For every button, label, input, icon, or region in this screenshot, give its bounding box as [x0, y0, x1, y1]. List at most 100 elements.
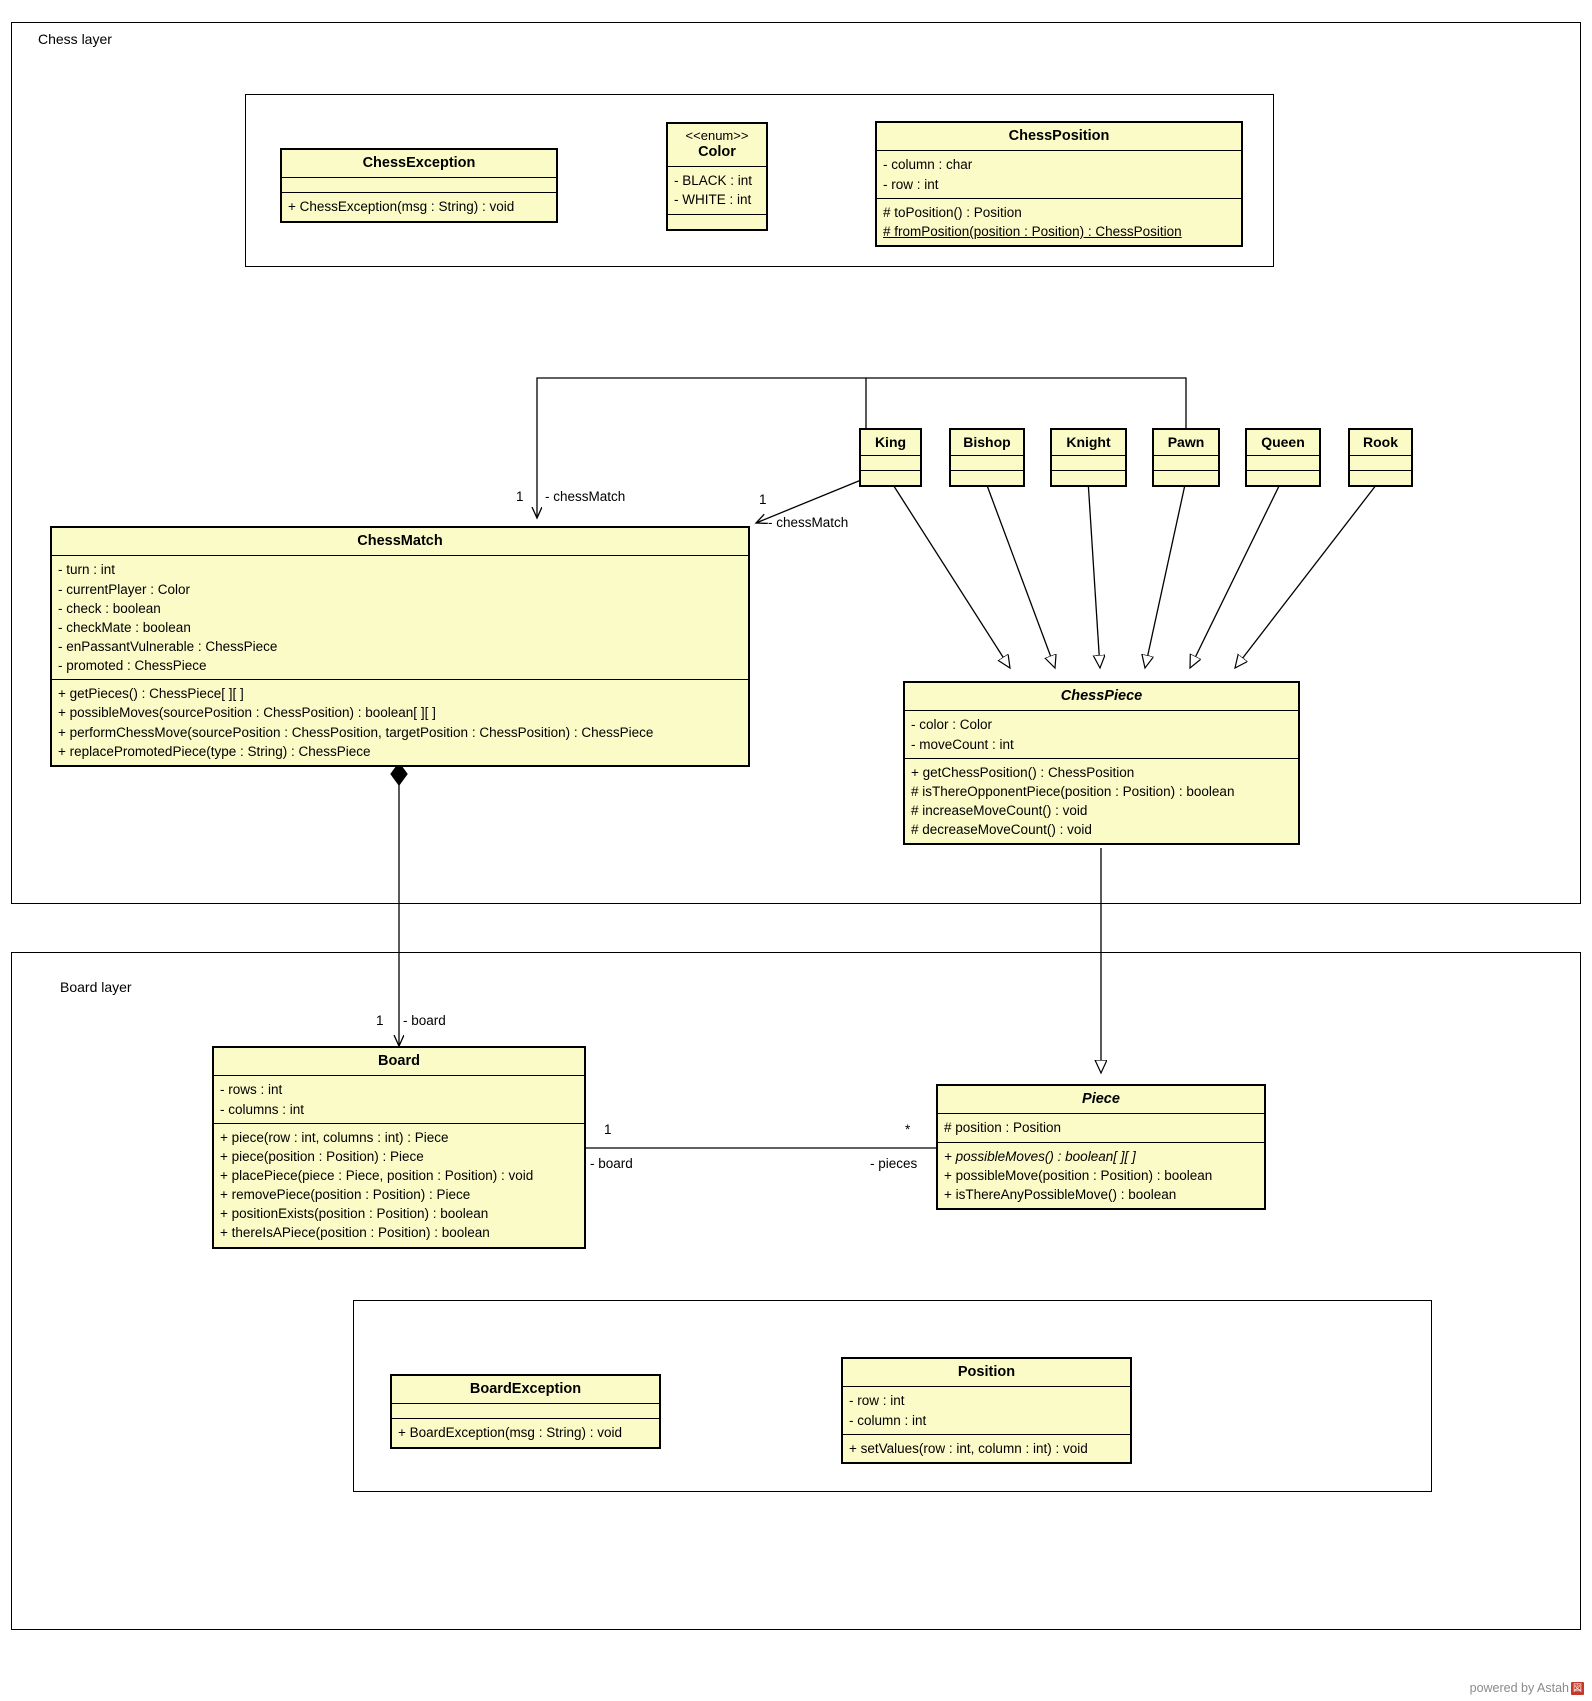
class-chess-exception-name: ChessException: [362, 155, 476, 171]
class-chess-position-operations: # toPosition() : Position # fromPosition…: [877, 197, 1241, 245]
package-chess-layer-label: Chess layer: [38, 31, 112, 47]
class-chess-piece-name: ChessPiece: [1060, 688, 1143, 704]
class-board-exception-attributes: [392, 1403, 659, 1418]
operation: + placePiece(piece : Piece, position : P…: [220, 1168, 534, 1184]
class-chess-match[interactable]: ChessMatch - turn : int - currentPlayer …: [50, 526, 750, 767]
edge-label-board-piece-mult-source: 1: [604, 1122, 612, 1137]
class-knight-operations: [1052, 469, 1125, 485]
edge-label-board-piece-role-source: - board: [590, 1156, 633, 1171]
attribute: # position : Position: [944, 1120, 1062, 1136]
class-king[interactable]: King: [859, 428, 922, 487]
class-rook-name: Rook: [1363, 434, 1398, 450]
class-board-name: Board: [378, 1053, 420, 1069]
class-chess-match-name: ChessMatch: [357, 533, 443, 549]
class-color-name-block: <<enum>> Color: [668, 124, 766, 166]
operation: + removePiece(position : Position) : Pie…: [220, 1187, 471, 1203]
class-chess-position[interactable]: ChessPosition - column : char - row : in…: [875, 121, 1243, 248]
class-queen-operations: [1247, 469, 1319, 485]
class-position[interactable]: Position - row : int - column : int + se…: [841, 1357, 1132, 1464]
class-knight-attributes: [1052, 454, 1125, 470]
operation: + getChessPosition() : ChessPosition: [911, 764, 1135, 780]
class-chess-position-attributes: - column : char - row : int: [877, 150, 1241, 197]
operation: + possibleMoves() : boolean[ ][ ]: [944, 1148, 1136, 1164]
class-position-name: Position: [957, 1364, 1016, 1380]
edge-label-chessmatch-role-right: - chessMatch: [768, 515, 849, 530]
operation: + replacePromotedPiece(type : String) : …: [58, 743, 371, 759]
class-rook-operations: [1350, 469, 1411, 485]
attribute: - row : int: [849, 1393, 905, 1409]
operation: + possibleMoves(sourcePosition : ChessPo…: [58, 705, 436, 721]
class-chess-match-operations: + getPieces() : ChessPiece[ ][ ] + possi…: [52, 679, 748, 765]
operation: # toPosition() : Position: [883, 204, 1022, 220]
operation: + BoardException(msg : String) : void: [398, 1425, 622, 1441]
operation: # increaseMoveCount() : void: [911, 803, 1088, 819]
edge-label-board-piece-mult-target: *: [905, 1122, 911, 1137]
class-pawn-name: Pawn: [1167, 434, 1205, 450]
class-pawn-operations: [1154, 469, 1218, 485]
class-board-operations: + piece(row : int, columns : int) : Piec…: [214, 1122, 584, 1247]
attribute: - currentPlayer : Color: [58, 581, 191, 597]
operation: + performChessMove(sourcePosition : Ches…: [58, 724, 654, 740]
class-color-enum[interactable]: <<enum>> Color - BLACK : int - WHITE : i…: [666, 122, 768, 231]
operation: + ChessException(msg : String) : void: [288, 199, 515, 215]
attribute: - BLACK : int: [674, 173, 753, 189]
attribute: - column : int: [849, 1412, 927, 1428]
class-chess-piece-attributes: - color : Color - moveCount : int: [905, 710, 1298, 757]
class-chess-exception[interactable]: ChessException + ChessException(msg : St…: [280, 148, 558, 223]
operation: + getPieces() : ChessPiece[ ][ ]: [58, 686, 244, 702]
class-piece-operations: + possibleMoves() : boolean[ ][ ] + poss…: [938, 1141, 1264, 1208]
class-king-attributes: [861, 454, 920, 470]
class-board[interactable]: Board - rows : int - columns : int + pie…: [212, 1046, 586, 1249]
operation: # isThereOpponentPiece(position : Positi…: [911, 783, 1235, 799]
class-bishop-operations: [951, 469, 1023, 485]
class-board-exception[interactable]: BoardException + BoardException(msg : St…: [390, 1374, 661, 1449]
class-color-name: Color: [698, 143, 736, 160]
attribute: - check : boolean: [58, 600, 161, 616]
class-pawn[interactable]: Pawn: [1152, 428, 1220, 487]
class-board-exception-name: BoardException: [469, 1381, 582, 1397]
attribute: - WHITE : int: [674, 192, 752, 208]
attribute: - checkMate : boolean: [58, 619, 191, 635]
class-rook[interactable]: Rook: [1348, 428, 1413, 487]
astah-watermark: powered by Astah 図: [1470, 1681, 1584, 1695]
class-rook-attributes: [1350, 454, 1411, 470]
class-queen-attributes: [1247, 454, 1319, 470]
package-chess-layer: [11, 22, 1581, 904]
edge-label-chessmatch-mult-right: 1: [759, 492, 767, 507]
class-color-attributes: - BLACK : int - WHITE : int: [668, 166, 766, 213]
edge-label-chessmatch-role-left: - chessMatch: [545, 489, 626, 504]
class-chess-piece-operations: + getChessPosition() : ChessPosition # i…: [905, 757, 1298, 844]
class-chess-exception-attributes: [282, 177, 556, 192]
class-piece[interactable]: Piece # position : Position + possibleMo…: [936, 1084, 1266, 1211]
class-board-attributes: - rows : int - columns : int: [214, 1075, 584, 1122]
operation: # decreaseMoveCount() : void: [911, 822, 1092, 838]
class-board-exception-operations: + BoardException(msg : String) : void: [392, 1418, 659, 1446]
operation: + isThereAnyPossibleMove() : boolean: [944, 1186, 1177, 1202]
edge-label-board-role: - board: [403, 1013, 446, 1028]
class-color-stereotype: <<enum>>: [685, 128, 749, 143]
attribute: - moveCount : int: [911, 736, 1014, 752]
attribute: - color : Color: [911, 717, 993, 733]
class-queen[interactable]: Queen: [1245, 428, 1321, 487]
class-king-operations: [861, 469, 920, 485]
package-board-layer-label: Board layer: [60, 979, 132, 995]
watermark-text: powered by Astah: [1469, 1681, 1569, 1695]
operation: # fromPosition(position : Position) : Ch…: [883, 223, 1182, 239]
class-chess-piece[interactable]: ChessPiece - color : Color - moveCount :…: [903, 681, 1300, 846]
attribute: - row : int: [883, 176, 939, 192]
class-piece-attributes: # position : Position: [938, 1113, 1264, 1141]
operation: + possibleMove(position : Position) : bo…: [944, 1167, 1213, 1183]
class-knight-name: Knight: [1066, 434, 1111, 450]
attribute: - turn : int: [58, 562, 116, 578]
class-chess-match-attributes: - turn : int - currentPlayer : Color - c…: [52, 555, 748, 679]
class-chess-position-name: ChessPosition: [1008, 128, 1110, 144]
operation: + positionExists(position : Position) : …: [220, 1206, 489, 1222]
edge-label-board-mult: 1: [376, 1013, 384, 1028]
class-piece-name: Piece: [1082, 1091, 1120, 1107]
class-knight[interactable]: Knight: [1050, 428, 1127, 487]
operation: + setValues(row : int, column : int) : v…: [849, 1440, 1088, 1456]
board-utility-frame: [353, 1300, 1432, 1492]
class-bishop[interactable]: Bishop: [949, 428, 1025, 487]
operation: + piece(position : Position) : Piece: [220, 1148, 424, 1164]
